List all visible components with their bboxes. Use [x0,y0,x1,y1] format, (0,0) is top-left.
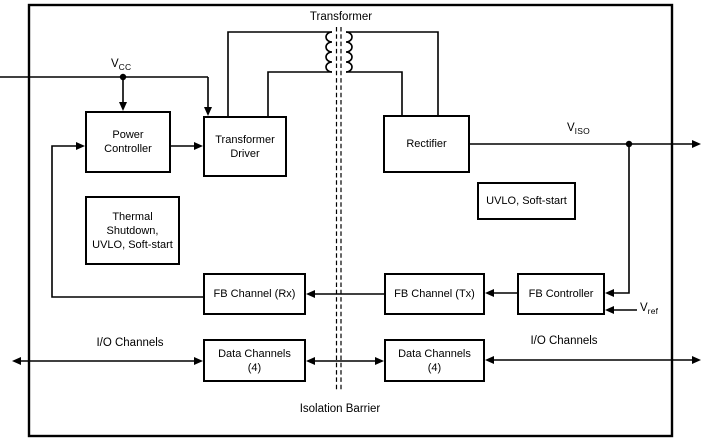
wire-secondary-top [346,31,439,115]
arrowheads [12,102,701,365]
isolation-barrier-label: Isolation Barrier [299,403,381,415]
block-data-channels-left: Data Channels (4) [203,339,306,382]
wire-viso-to-fb-controller [608,144,630,294]
block-data-channels-right: Data Channels (4) [384,339,485,382]
vcc-subscript: CC [118,62,132,72]
block-fb-controller: FB Controller [517,273,605,315]
vcc-base: V [111,58,119,70]
arrow-io-right-out [692,356,701,364]
viso-junction-dot [625,140,633,148]
transformer-secondary-winding [345,31,353,73]
arrow-vref-into-fb-controller [605,306,614,314]
io-channels-right-label: I/O Channels [530,335,598,347]
vref-base: V [640,302,648,314]
wire-primary-top [227,31,332,116]
vcc-junction-dot [119,73,127,81]
arrow-into-fb-controller-top [605,289,614,297]
block-transformer-driver: Transformer Driver [203,116,287,177]
viso-label: VISO [567,121,590,136]
viso-subscript: ISO [574,126,590,136]
arrow-down-into-driver [204,107,212,116]
arrow-into-data-right-west [375,357,384,365]
wire-group [0,31,699,362]
isolation-barrier-dashes [335,27,342,392]
arrow-into-power-controller-left [76,142,85,150]
arrow-down-into-power-controller [119,102,127,111]
vcc-label: VCC [111,57,132,72]
transformer-label: Transformer [309,11,373,23]
arrow-into-data-right-east [485,356,494,364]
device-outline [27,3,674,438]
wire-secondary-bottom [346,71,403,115]
block-uvlo-soft-start: UVLO, Soft-start [477,182,576,220]
arrow-io-left-out [12,357,21,365]
arrow-into-data-left-east [306,357,315,365]
block-fb-channel-rx: FB Channel (Rx) [203,273,306,315]
block-fb-channel-tx: FB Channel (Tx) [384,273,485,315]
vref-subscript: ref [647,306,659,316]
arrow-viso-out [692,140,701,148]
arrow-into-data-left-west [194,357,203,365]
arrow-into-driver-left [194,142,203,150]
io-channels-left-label: I/O Channels [96,337,164,349]
arrow-into-fb-rx [306,290,315,298]
viso-base: V [567,122,575,134]
arrow-into-fb-tx [485,289,494,297]
block-thermal-shutdown: Thermal Shutdown, UVLO, Soft-start [85,196,180,265]
block-power-controller: Power Controller [85,111,171,173]
transformer-primary-winding [325,31,333,73]
vref-label: Vref [640,301,659,316]
block-rectifier: Rectifier [383,115,470,173]
wire-primary-bottom [267,71,332,116]
wire-feedback-to-power-controller [51,145,203,298]
